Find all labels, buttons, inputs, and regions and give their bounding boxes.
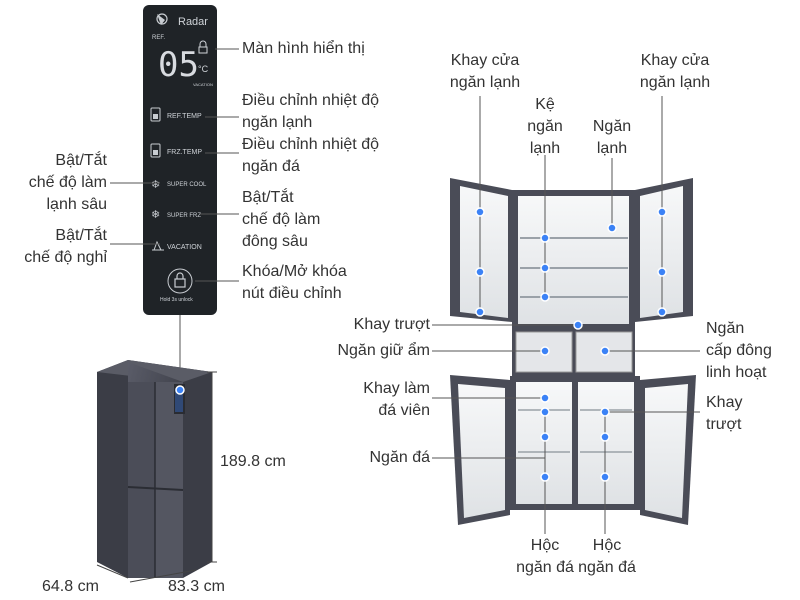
super-cool-label: SUPER COOL	[167, 182, 207, 188]
vacation-button[interactable]: VACATION	[152, 240, 202, 251]
callout-dots	[175, 207, 667, 482]
control-panel: Radar REF. 05 °C VACATION REF.TEMP FRZ.T…	[143, 5, 217, 315]
vacation-callout: Bật/Tắt chế độ nghỉ	[24, 227, 107, 266]
height-dimension: 189.8 cm	[220, 453, 286, 470]
display-digits: 05	[158, 45, 199, 85]
sliding-tray-right-callout: Khay trượt	[706, 394, 743, 433]
super-frz-button[interactable]: ❄ SUPER FRZ	[151, 209, 201, 221]
ref-small-label: REF.	[152, 35, 165, 41]
lock-icon	[198, 40, 208, 54]
ice-box-left-callout: Hộc ngăn đá	[516, 537, 574, 576]
vacation-icon	[152, 240, 164, 251]
width-dimension: 83.3 cm	[168, 578, 225, 595]
ref-temp-button[interactable]: REF.TEMP	[150, 107, 202, 122]
panel-callout-lines	[110, 48, 239, 390]
door-tray-left-callout: Khay cửa ngăn lạnh	[449, 52, 521, 91]
unit-label: °C	[198, 64, 209, 74]
flex-freezer-callout: Ngăn cấp đông linh hoạt	[706, 320, 772, 381]
ice-tray-callout: Khay làm đá viên	[363, 380, 430, 419]
lock-button[interactable]	[167, 268, 193, 294]
depth-dimension: 64.8 cm	[42, 578, 99, 595]
frz-temp-label: FRZ.TEMP	[167, 149, 202, 156]
vacation-small-label: VACATION	[193, 82, 213, 87]
fridge-exterior	[97, 360, 212, 578]
snowflake-icon: ❄	[151, 209, 160, 221]
super-frz-label: SUPER FRZ	[167, 213, 201, 219]
fridge-compartment-callout: Ngăn lạnh	[592, 118, 632, 157]
fridge-shelf-callout: Kệ ngăn lạnh	[527, 96, 563, 157]
door-tray-right-callout: Khay cửa ngăn lạnh	[639, 52, 711, 91]
super-frz-callout: Bật/Tắt chế độ làm đông sâu	[242, 189, 321, 250]
super-cool-button[interactable]: ❄ SUPER COOL	[151, 179, 207, 191]
super-cool-callout: Bật/Tắt chế độ làm lạnh sâu	[28, 152, 107, 213]
radar-label: Radar	[178, 16, 208, 28]
freezer-callout: Ngăn đá	[369, 449, 431, 466]
sliding-tray-top-callout: Khay trượt	[353, 316, 430, 333]
ref-temp-callout: Điều chỉnh nhiệt độ ngăn lạnh	[242, 92, 379, 131]
ref-temp-label: REF.TEMP	[167, 113, 202, 120]
snowflake-icon: ❄	[151, 179, 160, 191]
lock-icon	[174, 272, 186, 288]
display-callout: Màn hình hiển thị	[242, 40, 365, 57]
dimension-lines	[96, 371, 217, 583]
lock-caption: Hold 3s unlock	[160, 297, 193, 303]
ice-box-right-callout: Hộc ngăn đá	[578, 537, 636, 576]
radar-icon	[156, 13, 168, 25]
frz-temp-button[interactable]: FRZ.TEMP	[150, 143, 202, 158]
vacation-label: VACATION	[167, 244, 202, 251]
lock-callout: Khóa/Mở khóa nút điều chỉnh	[242, 263, 347, 302]
crisper-callout: Ngăn giữ ẩm	[337, 342, 430, 359]
frz-temp-callout: Điều chỉnh nhiệt độ ngăn đá	[242, 136, 379, 175]
